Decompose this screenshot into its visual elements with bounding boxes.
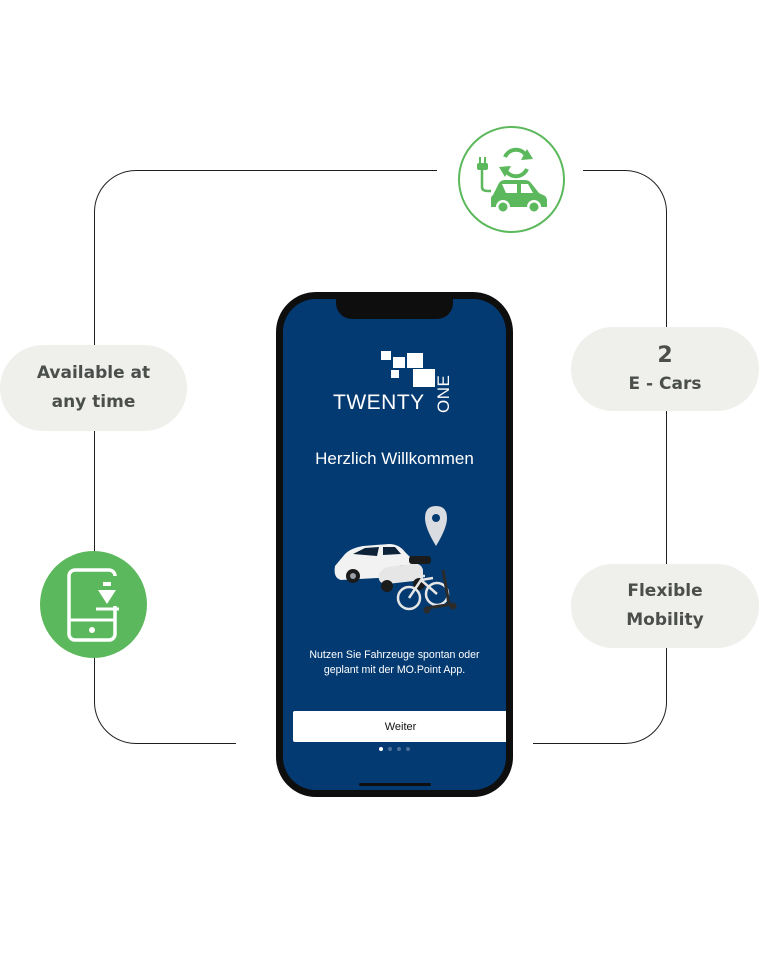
page-dot[interactable] [388,747,392,751]
continue-button[interactable]: Weiter [293,711,506,742]
twenty-one-logo: TWENTY ONE [283,299,506,429]
feature-mobility-line1: Flexible [627,581,703,601]
welcome-heading: Herzlich Willkommen [315,449,474,468]
logo-word-one: ONE [434,374,453,413]
vehicles-illustration [334,506,457,614]
home-indicator [359,783,431,786]
logo-squares-icon [381,351,435,387]
phone-screen: TWENTY ONE Herzlich Willkommen [283,299,506,790]
phone-mockup: TWENTY ONE Herzlich Willkommen [276,292,513,797]
page-dot[interactable] [406,747,410,751]
feature-mobility: Flexible Mobility [571,564,759,648]
feature-availability: Available at any time [0,345,187,431]
phone-notch [336,299,453,319]
map-pin-icon [425,506,447,546]
phone-download-icon [66,567,121,642]
page-dot[interactable] [379,747,383,751]
car-charging-icon [476,147,547,214]
feature-availability-line1: Available at [36,363,151,383]
feature-mobility-line2: Mobility [626,610,704,630]
app-download-badge [40,551,147,658]
logo-word-twenty: TWENTY [333,391,425,414]
charging-badge [458,126,565,233]
bicycle-icon [396,585,422,611]
page-dot[interactable] [397,747,401,751]
ecars-count: 2 [657,343,673,368]
ecars-label: E - Cars [628,374,702,394]
feature-availability-line2: any time [51,392,136,412]
e-scooter-icon [426,569,454,610]
feature-ecars: 2 E - Cars [571,327,759,411]
scooter-icon [378,563,423,584]
page-indicator[interactable] [283,747,506,755]
intro-description: Nutzen Sie Fahrzeuge spontan oder geplan… [309,649,480,676]
